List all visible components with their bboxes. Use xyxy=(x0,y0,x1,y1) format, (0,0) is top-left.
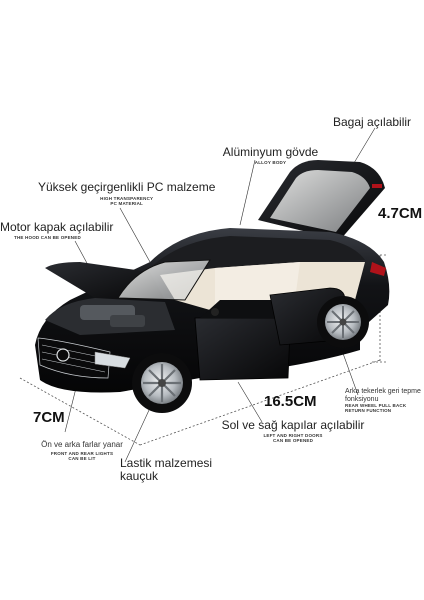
front-wheel xyxy=(132,353,192,413)
windshield xyxy=(117,259,211,301)
lights-sub-2: CAN BE LIT xyxy=(68,455,96,461)
aluminum-callout: Alüminyum gövde ALLOY BODY xyxy=(218,145,323,166)
pullback-sub-2: RETURN FUNCTION xyxy=(345,408,392,414)
glass-label: Yüksek geçirgenlikli PC malzeme xyxy=(38,180,216,194)
pullback-sub-1: REAR WHEEL PULL BACK xyxy=(345,403,407,409)
tire-label-1: Lastik malzemesi xyxy=(120,456,213,470)
glass-sub-2: PC MATERIAL xyxy=(110,201,144,207)
pullback-label-2: fonksiyonu xyxy=(345,395,379,403)
aluminum-sub: ALLOY BODY xyxy=(254,160,287,166)
callout-lines xyxy=(64,127,376,463)
doors-sub-2: CAN BE OPENED xyxy=(272,438,314,444)
trunk-label: Bagaj açılabilir xyxy=(333,115,412,129)
front-emblem xyxy=(56,348,70,362)
glass-callout: Yüksek geçirgenlikli PC malzeme HIGH TRA… xyxy=(38,180,216,207)
height-dimension: 4.7CM xyxy=(378,205,423,222)
lights-callout: Ön ve arka farlar yanar FRONT AND REAR L… xyxy=(28,440,136,462)
doors-callout: Sol ve sağ kapılar açılabilir LEFT AND R… xyxy=(213,418,373,444)
lights-sub-1: FRONT AND REAR LIGHTS xyxy=(50,450,114,456)
aluminum-label: Alüminyum gövde xyxy=(222,145,319,159)
headlight xyxy=(94,351,131,369)
tire-callout: Lastik malzemesi kauçuk xyxy=(120,456,213,484)
tail-light xyxy=(370,262,386,276)
width-dimension: 7CM xyxy=(33,409,65,426)
hood-label: Motor kapak açılabilir xyxy=(0,220,114,234)
hood-callout: Motor kapak açılabilir THE HOOD CAN BE O… xyxy=(0,220,114,241)
tire-label-2: kauçuk xyxy=(120,469,159,484)
glass-sub-1: HIGH TRANSPARENCY xyxy=(100,196,154,202)
trunk-glass xyxy=(270,170,370,232)
toy-car xyxy=(35,160,390,413)
lights-label: Ön ve arka farlar yanar xyxy=(41,440,123,449)
pullback-callout: Arka tekerlek geri tepme fonksiyonu REAR… xyxy=(345,388,421,414)
doors-label: Sol ve sağ kapılar açılabilir xyxy=(221,418,365,432)
length-dimension: 16.5CM xyxy=(264,393,317,410)
doors-sub-1: LEFT AND RIGHT DOORS xyxy=(263,433,323,439)
rear-wheel xyxy=(317,296,369,348)
pullback-label-1: Arka tekerlek geri tepme xyxy=(345,388,421,395)
hood-sub: THE HOOD CAN BE OPENED xyxy=(14,235,81,241)
front-door xyxy=(194,317,291,381)
